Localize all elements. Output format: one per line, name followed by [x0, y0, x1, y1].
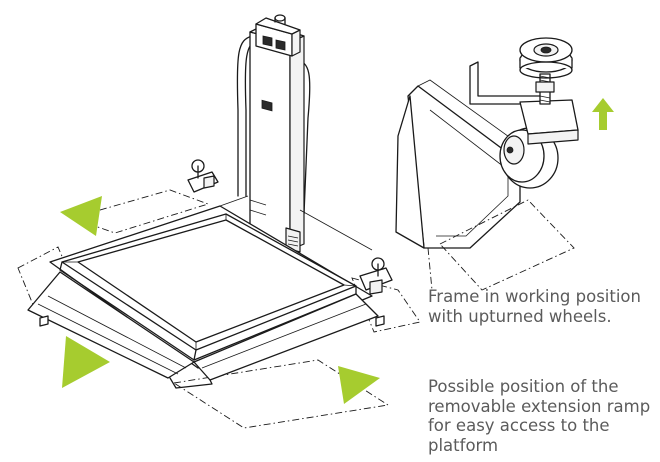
frame-foot-right: [359, 257, 393, 295]
ramp-arrows: [60, 196, 380, 404]
caption-working-position: Frame in working position with upturned …: [428, 287, 641, 326]
triangle-arrow-icon: [60, 196, 102, 236]
triangle-arrow-icon: [62, 336, 110, 388]
caption-ramp-position: Possible position of the removable exten…: [428, 377, 651, 455]
wheel-detail: [395, 37, 579, 291]
ramp-position-outlines: [17, 189, 421, 429]
platform: [27, 195, 385, 389]
indicator-column: [236, 14, 311, 253]
up-arrow-icon: [592, 98, 614, 130]
frame-foot-left: [187, 159, 219, 193]
triangle-arrow-icon: [338, 366, 380, 404]
